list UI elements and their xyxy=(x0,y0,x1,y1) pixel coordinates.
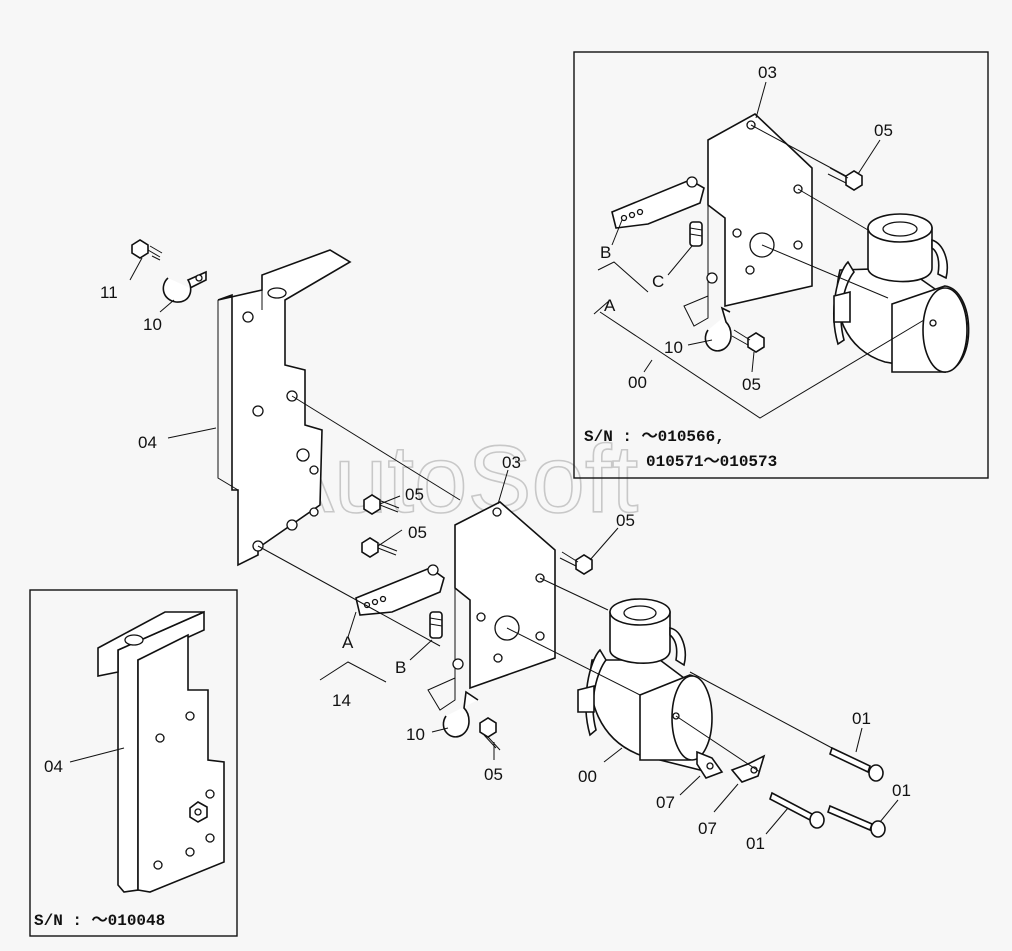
bolt-05-bracket xyxy=(559,551,593,575)
nut-07-b xyxy=(730,754,766,783)
label-c-inset: C xyxy=(652,272,664,291)
clamp-10-top xyxy=(162,270,207,303)
clamp-10-lower xyxy=(442,690,479,738)
serial-left: S/N : ～010048 xyxy=(34,912,165,930)
label-05-clamp: 05 xyxy=(484,765,503,784)
serial-right-line2: 010571～010573 xyxy=(646,453,777,471)
label-01-c: 01 xyxy=(892,781,911,800)
label-05-inset-top: 05 xyxy=(874,121,893,140)
label-05-upper: 05 xyxy=(405,485,424,504)
solenoid-00-main xyxy=(577,598,713,772)
label-00-inset: 00 xyxy=(628,373,647,392)
mounting-plate-04-inset xyxy=(97,610,225,893)
label-05-bracket: 05 xyxy=(616,511,635,530)
label-05-inset-bottom: 05 xyxy=(742,375,761,394)
bolt-05-lower xyxy=(361,537,398,558)
label-04-inset: 04 xyxy=(44,757,63,776)
inset-box-left xyxy=(29,589,238,937)
watermark-text: AutoSoft xyxy=(270,426,638,533)
bolt-01-a xyxy=(829,746,884,782)
inset-box-right xyxy=(573,51,989,479)
part-labels: 11 10 04 05 05 03 05 A B 14 10 05 00 07 … xyxy=(44,63,911,853)
label-10-top: 10 xyxy=(143,315,162,334)
bracket-03-inset xyxy=(683,113,813,327)
serial-notes: S/N : ～010566, 010571～010573 S/N : ～0100… xyxy=(34,428,777,930)
lever-a-main xyxy=(355,564,445,616)
label-04-main: 04 xyxy=(138,433,157,452)
label-03-inset: 03 xyxy=(758,63,777,82)
bracket-03-main xyxy=(427,501,556,711)
assembly-lines-inset xyxy=(750,124,889,299)
label-07-b: 07 xyxy=(698,819,717,838)
bolt-05-inset-top xyxy=(827,167,863,191)
leader-lines xyxy=(69,81,925,835)
serial-right-line1: S/N : ～010566, xyxy=(584,428,725,446)
label-b-inset: B xyxy=(600,243,611,262)
label-a-inset: A xyxy=(604,296,616,315)
label-11: 11 xyxy=(100,283,118,302)
bolt-05-clamp xyxy=(479,717,501,751)
label-00-main: 00 xyxy=(578,767,597,786)
label-01-a: 01 xyxy=(852,709,871,728)
clamp-10-inset xyxy=(704,306,732,352)
label-10-lower: 10 xyxy=(406,725,425,744)
label-10-inset: 10 xyxy=(664,338,683,357)
bolt-b-main xyxy=(429,611,443,639)
bolt-c-inset xyxy=(689,221,703,247)
bolt-01-b xyxy=(769,791,825,829)
label-07-a: 07 xyxy=(656,793,675,812)
label-b-main: B xyxy=(395,658,406,677)
solenoid-00-inset xyxy=(833,213,970,373)
label-14: 14 xyxy=(332,691,351,710)
label-05-lower: 05 xyxy=(408,523,427,542)
bolt-05-inset-bottom xyxy=(731,329,765,353)
label-03-main: 03 xyxy=(502,453,521,472)
lever-a-inset xyxy=(611,176,705,229)
mounting-plate-04 xyxy=(217,249,352,567)
nut-07-a xyxy=(696,750,724,779)
bolt-11 xyxy=(131,239,163,261)
label-01-b: 01 xyxy=(746,834,765,853)
assembly-lines-main xyxy=(257,395,833,773)
bolt-01-c xyxy=(827,804,886,838)
label-a-main: A xyxy=(342,633,354,652)
